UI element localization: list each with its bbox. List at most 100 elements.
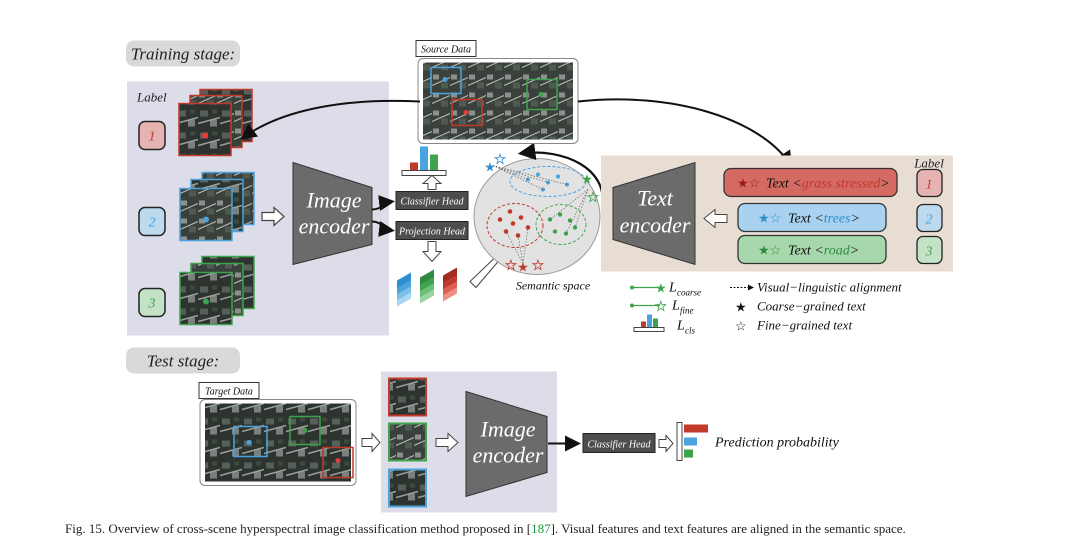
right-class-label-3: 3: [916, 235, 943, 265]
left-class-label-1: 1: [138, 120, 166, 151]
svg-text:2: 2: [149, 216, 156, 231]
legend-fine-text: ☆ Fine−grained text: [735, 318, 852, 334]
test-patch-red: [388, 377, 427, 417]
legend-coarse-loss: ★ L coarse: [630, 281, 701, 298]
svg-text:☆: ☆: [735, 319, 747, 334]
svg-text:★: ★: [655, 299, 667, 314]
prompt-road: ★☆ Text <road>: [737, 234, 887, 265]
semantic-space-sphere: [473, 158, 601, 275]
target-data-tag: [198, 382, 260, 399]
svg-text:2: 2: [926, 213, 933, 228]
source-data-tag: [415, 40, 477, 57]
test-image-encoder-label-1: Image: [480, 417, 536, 442]
prompt-trees: ★☆ Text <trees>: [737, 202, 887, 233]
svg-text:★: ★: [581, 172, 593, 187]
prompts-to-encoder-arrow: [703, 208, 728, 229]
text-encoder-label-2: encoder: [620, 213, 691, 238]
class-probability-icon: [401, 146, 447, 176]
classifier-head-box: [395, 191, 469, 210]
svg-text:★☆: ★☆: [758, 243, 781, 258]
test-patch-blue: [388, 468, 427, 508]
caption-reference-link[interactable]: 187: [531, 521, 551, 536]
encoder-to-projection-arrow: [371, 220, 395, 237]
classifier-head-label: Classifier Head: [400, 197, 464, 208]
caption-prefix: Fig. 15. Overview of cross-scene hypersp…: [65, 521, 532, 536]
red-patch-stack: [178, 88, 253, 157]
image-encoder-label-2: encoder: [299, 214, 370, 239]
training-stage-label: Training stage:: [131, 45, 235, 64]
svg-text:Visual−linguistic alignment: Visual−linguistic alignment: [757, 280, 902, 295]
svg-text:★: ★: [532, 258, 544, 273]
left-class-label-2: 2: [138, 206, 166, 237]
test-patch-green: [388, 422, 427, 462]
head-to-probability-arrow: [658, 434, 674, 453]
right-label-heading: Label: [913, 156, 944, 171]
svg-text:★☆: ★☆: [758, 211, 781, 226]
svg-text:★: ★: [494, 152, 506, 167]
target-to-patches-arrow: [361, 432, 381, 453]
legend-cls-loss: L cls: [633, 314, 695, 336]
svg-text:★: ★: [517, 260, 529, 275]
alignment-lines: [492, 165, 589, 264]
svg-text:★: ★: [735, 300, 747, 315]
svg-text:★☆: ★☆: [737, 176, 760, 191]
svg-text:Text <trees>: Text <trees>: [788, 212, 860, 227]
semantic-space-label: Semantic space: [516, 279, 591, 293]
text-anchor-stars: ★★ ★★ ★★★: [484, 151, 599, 275]
text-encoder-label-1: Text: [637, 186, 674, 211]
svg-text:fine: fine: [680, 306, 694, 316]
svg-text:L: L: [671, 299, 680, 314]
svg-text:3: 3: [925, 245, 933, 260]
svg-text:cls: cls: [685, 326, 695, 336]
projected-features-icon: [397, 267, 457, 307]
projection-down-arrow: [421, 241, 443, 263]
svg-text:L: L: [668, 281, 677, 296]
figure-caption: Fig. 15. Overview of cross-scene hypersp…: [65, 521, 1025, 537]
svg-text:★: ★: [655, 281, 667, 296]
test-stage-badge: [126, 347, 240, 374]
svg-text:1: 1: [926, 178, 933, 193]
legend-coarse-text: ★ Coarse−grained text: [735, 299, 866, 315]
road-cluster-boundary: [535, 204, 587, 245]
svg-text:3: 3: [148, 297, 156, 312]
classifier-up-arrow: [421, 174, 443, 190]
legend-fine-loss: ★ L fine: [630, 298, 694, 316]
test-stage-label: Test stage:: [147, 352, 220, 371]
svg-text:Text <grass stressed>: Text <grass stressed>: [766, 177, 890, 192]
svg-text:★: ★: [587, 190, 599, 205]
svg-text:L: L: [676, 319, 685, 334]
road-points: [547, 212, 578, 236]
image-encoder-label-1: Image: [306, 188, 362, 213]
test-classifier-head-box: [582, 433, 656, 453]
projection-head-box: [395, 221, 469, 240]
patches-to-encoder-arrow: [261, 206, 285, 227]
test-image-encoder-block: [465, 390, 548, 498]
blue-patch-stack: [179, 171, 255, 242]
prediction-probability-chart: [676, 422, 708, 461]
source-to-text-arrow: [577, 98, 793, 168]
patches-to-test-encoder-arrow: [435, 432, 459, 453]
svg-text:Coarse−grained text: Coarse−grained text: [757, 299, 866, 314]
training-stage-badge: [126, 40, 240, 67]
left-label-heading: Label: [136, 90, 167, 105]
left-class-label-3: 3: [138, 287, 166, 318]
legend-visual-alignment: Visual−linguistic alignment: [730, 280, 902, 295]
caption-suffix: ]. Visual features and text features are…: [550, 521, 906, 536]
svg-text:1: 1: [149, 130, 156, 145]
source-to-labels-arrow: [240, 99, 421, 140]
source-data-image: [423, 62, 573, 140]
test-image-encoder-label-2: encoder: [473, 443, 544, 468]
svg-text:★: ★: [484, 160, 496, 175]
svg-text:★: ★: [505, 258, 517, 273]
source-data-label: Source Data: [421, 45, 471, 56]
encoder-to-classifier-arrow: [371, 195, 395, 212]
image-encoder-block: [292, 161, 373, 266]
right-class-label-1: 1: [916, 168, 943, 198]
green-patch-stack: [179, 255, 255, 326]
test-classifier-head-label: Classifier Head: [587, 440, 651, 451]
projection-head-label: Projection Head: [398, 227, 466, 238]
prompt-grass-stressed: ★☆ Text <grass stressed>: [723, 167, 898, 198]
right-class-label-2: 2: [916, 203, 943, 233]
prediction-probability-label: Prediction probability: [714, 436, 840, 451]
target-data-image: [205, 403, 351, 482]
